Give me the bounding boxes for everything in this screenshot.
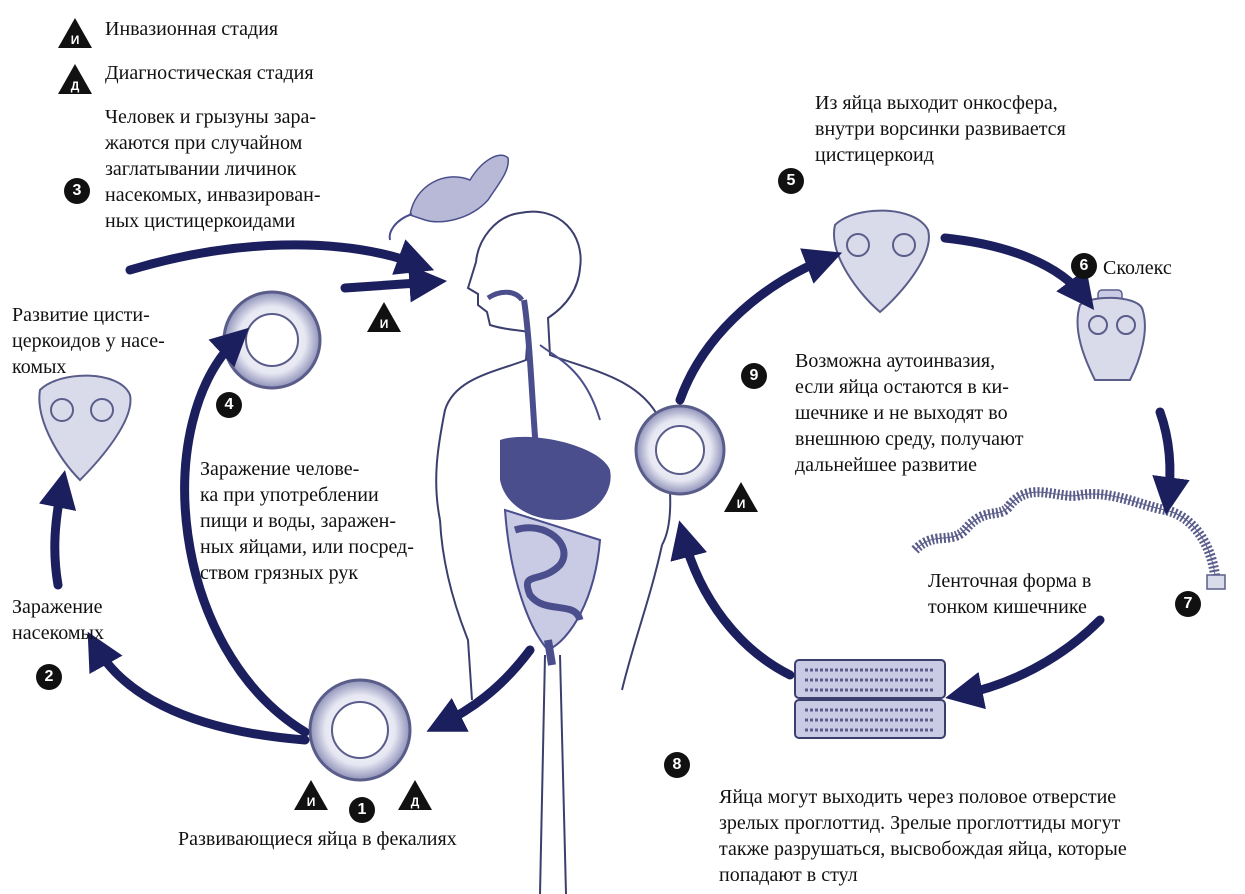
step-badge-7: 7 bbox=[1175, 591, 1201, 617]
step-9-text: Возможна аутоинвазия, если яйца остаются… bbox=[795, 348, 1023, 478]
step-badge-5: 5 bbox=[778, 168, 804, 194]
step-badge-6: 6 bbox=[1071, 253, 1097, 279]
step-6-text: Сколекс bbox=[1103, 255, 1172, 281]
step-7-text: Ленточная форма в тонком кишечнике bbox=[928, 568, 1091, 620]
egg-right bbox=[636, 406, 724, 494]
step-badge-2: 2 bbox=[36, 664, 62, 690]
invasive-stage-glyph: И bbox=[71, 33, 80, 47]
step-badge-8: 8 bbox=[664, 752, 690, 778]
invasive-stage-legend-icon: И bbox=[56, 16, 94, 50]
step-2-text: Заражение насекомых bbox=[12, 594, 104, 646]
invasive-glyph: И bbox=[307, 795, 316, 809]
diagnostic-stage-label: Диагностическая стадия bbox=[105, 60, 314, 86]
proglottid-illustration bbox=[795, 660, 945, 738]
invasive-glyph: И bbox=[737, 497, 746, 511]
step-8-text: Яйца могут выходить через половое отверс… bbox=[719, 784, 1127, 888]
invasive-stage-marker-1: И bbox=[292, 778, 330, 812]
diagnostic-stage-marker-1: Д bbox=[396, 778, 434, 812]
invasive-glyph: И bbox=[380, 317, 389, 331]
step-badge-4: 4 bbox=[216, 392, 242, 418]
step-badge-3: 3 bbox=[64, 178, 90, 204]
step-1-text: Развивающиеся яйца в фекалиях bbox=[178, 826, 457, 852]
step-3-text: Человек и грызуны зара- жаются при случа… bbox=[105, 104, 320, 234]
diagnostic-stage-legend-icon: Д bbox=[56, 62, 94, 96]
step-4-text: Заражение челове- ка при употреблении пи… bbox=[200, 456, 414, 586]
scolex-illustration bbox=[1078, 290, 1145, 380]
cysticercoid-insect bbox=[39, 376, 130, 480]
egg-bottom bbox=[310, 680, 410, 780]
insect-stage-text: Развитие цисти- церкоидов у насе- комых bbox=[12, 302, 165, 380]
step-badge-9: 9 bbox=[741, 363, 767, 389]
cysticercoid-villus bbox=[834, 211, 929, 312]
invasive-stage-marker-4: И bbox=[365, 300, 403, 334]
step-5-text: Из яйца выходит онкосфера, внутри ворсин… bbox=[815, 90, 1066, 168]
invasive-stage-marker-9: И bbox=[722, 480, 760, 514]
step-badge-1: 1 bbox=[349, 797, 375, 823]
invasive-stage-label: Инвазионная стадия bbox=[105, 16, 278, 42]
rodent-illustration bbox=[390, 155, 509, 240]
diagnostic-stage-glyph: Д bbox=[71, 79, 80, 93]
diagnostic-glyph: Д bbox=[411, 795, 420, 809]
